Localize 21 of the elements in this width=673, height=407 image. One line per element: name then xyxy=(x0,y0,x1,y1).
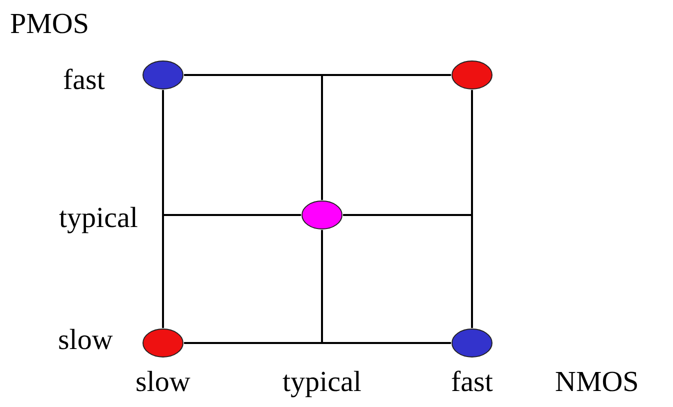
axis-title: PMOS xyxy=(10,8,89,40)
corner-dot xyxy=(142,60,184,90)
grid-line xyxy=(471,90,473,328)
corner-dot xyxy=(451,60,493,90)
grid-line xyxy=(321,76,323,200)
axis-label: fast xyxy=(451,366,493,398)
grid-line xyxy=(184,74,451,76)
corner-dot xyxy=(301,200,343,230)
corner-dot xyxy=(142,328,184,358)
grid-line xyxy=(164,214,301,216)
axis-label: typical xyxy=(59,202,138,234)
axis-label: typical xyxy=(282,366,362,398)
grid-line xyxy=(343,214,471,216)
axis-label: slow xyxy=(136,366,190,398)
axis-title: NMOS xyxy=(555,366,639,398)
grid-line xyxy=(321,230,323,342)
grid-line xyxy=(162,90,164,328)
axis-label: fast xyxy=(63,64,105,96)
corner-dot xyxy=(451,328,493,358)
grid-line xyxy=(184,342,451,344)
axis-label: slow xyxy=(58,324,113,356)
